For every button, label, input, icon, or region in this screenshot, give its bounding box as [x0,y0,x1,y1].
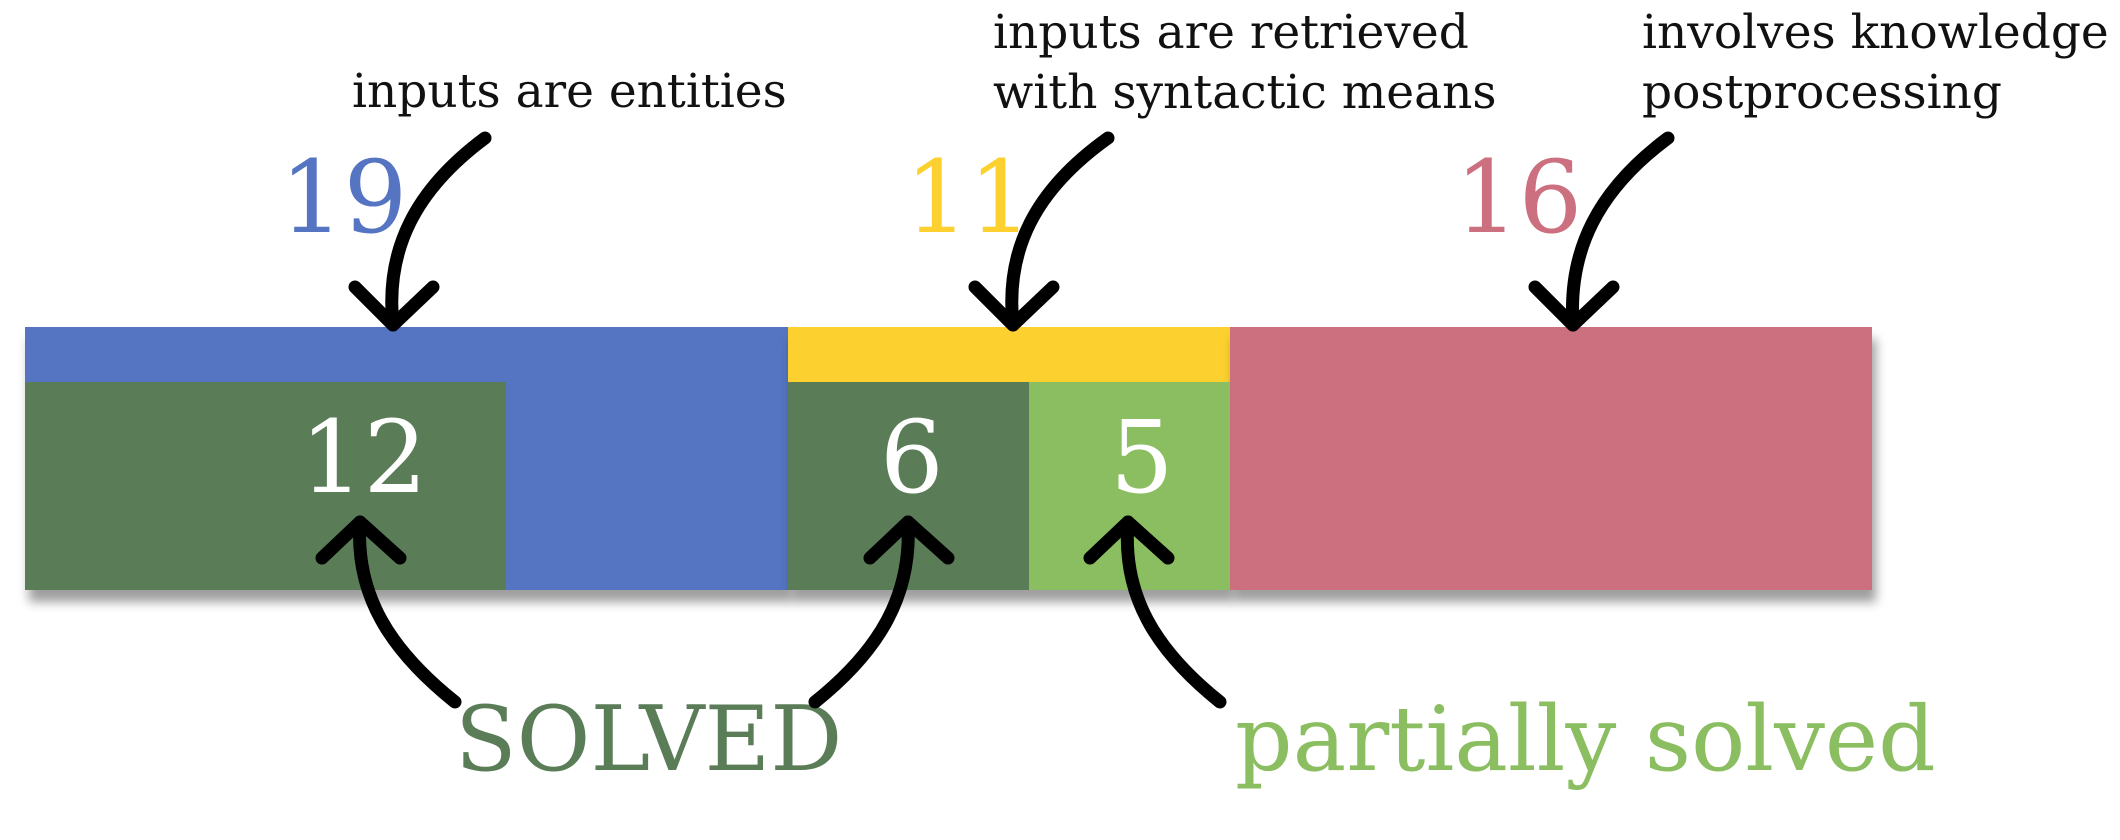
count-entities: 19 [280,139,408,256]
curved-arrow-icon [348,131,492,332]
sub-bar-entities-solved [25,382,506,590]
caption-knowledge-line-1: involves knowledge [1642,5,2109,60]
count-syntactic-partial: 5 [1110,399,1174,516]
label-solved: SOLVED [455,687,843,792]
caption-knowledge: involves knowledge postprocessing [1642,3,2109,123]
caption-entities: inputs are entities [352,64,787,119]
count-syntactic-solved: 6 [880,399,944,516]
curved-arrow-icon [808,515,955,709]
curved-arrow-icon [1528,131,1675,332]
count-syntactic: 11 [905,139,1033,256]
label-partially-solved: partially solved [1235,687,1936,792]
caption-syntactic-line-2: with syntactic means [993,65,1497,120]
curved-arrow-icon [968,131,1115,332]
caption-syntactic: inputs are retrieved with syntactic mean… [993,3,1497,123]
curved-arrow-icon [315,515,462,709]
count-entities-solved: 12 [300,399,428,516]
caption-syntactic-line-1: inputs are retrieved [993,5,1469,60]
caption-knowledge-line-2: postprocessing [1642,65,2003,120]
count-knowledge: 16 [1455,139,1583,256]
bar-knowledge [1230,327,1872,590]
curved-arrow-icon [1083,515,1227,709]
